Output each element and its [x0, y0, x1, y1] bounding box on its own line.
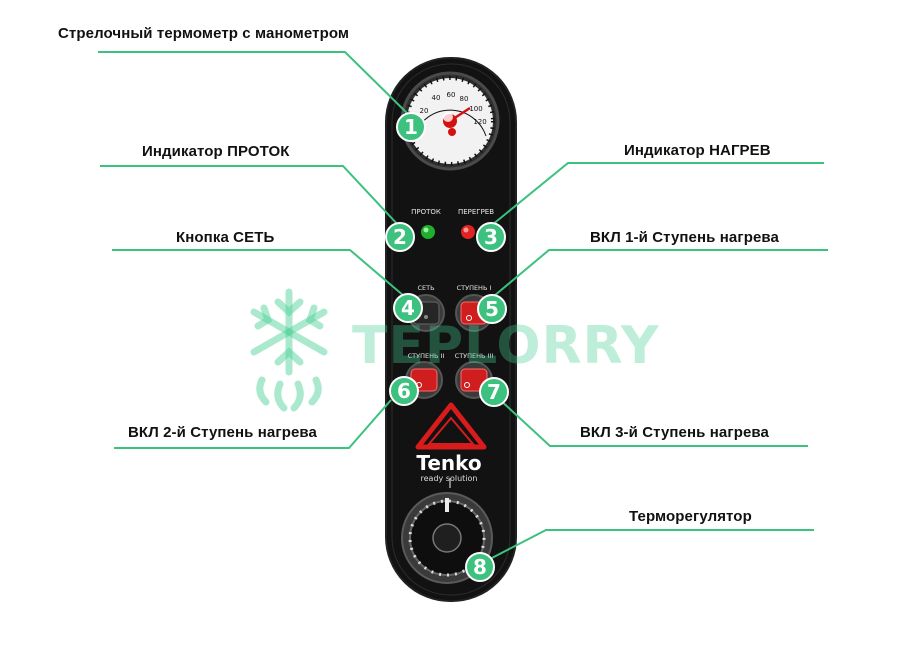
callout-number: 2: [393, 225, 407, 249]
gauge-tick-label: 60: [447, 91, 456, 99]
callout-layer: 1 2 3 4 5 6 7 8: [98, 51, 828, 582]
brand-logo: Tenko: [416, 451, 481, 475]
gauge-tick-label: 80: [460, 95, 469, 103]
callout-label: Терморегулятор: [629, 508, 752, 525]
callout-label: Индикатор НАГРЕВ: [624, 142, 771, 159]
callout-label: ВКЛ 1-й Ступень нагрева: [590, 229, 779, 246]
callout-label: Стрелочный термометр с манометром: [58, 25, 350, 42]
watermark-text: TEPLORRY: [352, 316, 660, 376]
callout-badge: [385, 222, 415, 252]
callout-leader-line: [487, 529, 814, 561]
callout-label: Кнопка СЕТЬ: [176, 229, 275, 246]
knob-pointer: [445, 498, 449, 512]
led-proto-label: ПРОТОК: [411, 208, 441, 216]
gauge-tick-label: 40: [432, 94, 441, 102]
callout-badge: [389, 376, 419, 406]
switch-power-label: СЕТЬ: [417, 284, 434, 292]
switch-stage3-label: СТУПЕНЬ III: [455, 352, 494, 360]
callout-number: 8: [473, 555, 487, 579]
callout-label: ВКЛ 3-й Ступень нагрева: [580, 424, 769, 441]
warning-triangle-icon: [415, 402, 487, 450]
gauge-tick-label: 100: [469, 105, 482, 113]
callout-label: Индикатор ПРОТОК: [142, 143, 290, 160]
callout-number: 7: [487, 380, 501, 404]
led-indicators: ПРОТОК ПЕРЕГРЕВ: [411, 208, 494, 239]
callout-badge: [479, 377, 509, 407]
callout-badge: [393, 293, 423, 323]
callout-leader-line: [497, 397, 808, 447]
control-panel: [385, 57, 517, 602]
callout-badge: [465, 552, 495, 582]
callout-number: 1: [404, 115, 418, 139]
led-proto-indicator: [421, 225, 435, 239]
callout-number: 4: [401, 296, 415, 320]
switch-stage1-label: СТУПЕНЬ I: [457, 284, 492, 292]
callout-badge: [396, 112, 426, 142]
led-overheat-label: ПЕРЕГРЕВ: [458, 208, 494, 216]
callout-badge: [477, 294, 507, 324]
callout-leader-line: [114, 399, 392, 449]
callout-label: ВКЛ 2-й Ступень нагрева: [128, 424, 317, 441]
led-overheat-indicator: [461, 225, 475, 239]
brand-tagline: ready solution: [421, 474, 478, 483]
callout-number: 6: [397, 379, 411, 403]
callout-leader-line: [493, 249, 828, 297]
switch-stage2-label: СТУПЕНЬ II: [408, 352, 445, 360]
callout-number: 5: [485, 297, 499, 321]
callout-leader-line: [100, 165, 401, 228]
callout-number: 3: [484, 225, 498, 249]
callout-leader-line: [98, 51, 412, 118]
gauge-tick-label: 120: [473, 118, 486, 126]
gauge-tick-label: 20: [420, 107, 429, 115]
snowflake-watermark-icon: [250, 288, 328, 412]
callout-leader-line: [491, 162, 824, 226]
rocker-switches: СЕТЬ СТУПЕНЬ I СТУПЕНЬ II СТУПЕНЬ III: [405, 284, 494, 399]
callout-leader-line: [112, 249, 405, 297]
callout-badge: [476, 222, 506, 252]
